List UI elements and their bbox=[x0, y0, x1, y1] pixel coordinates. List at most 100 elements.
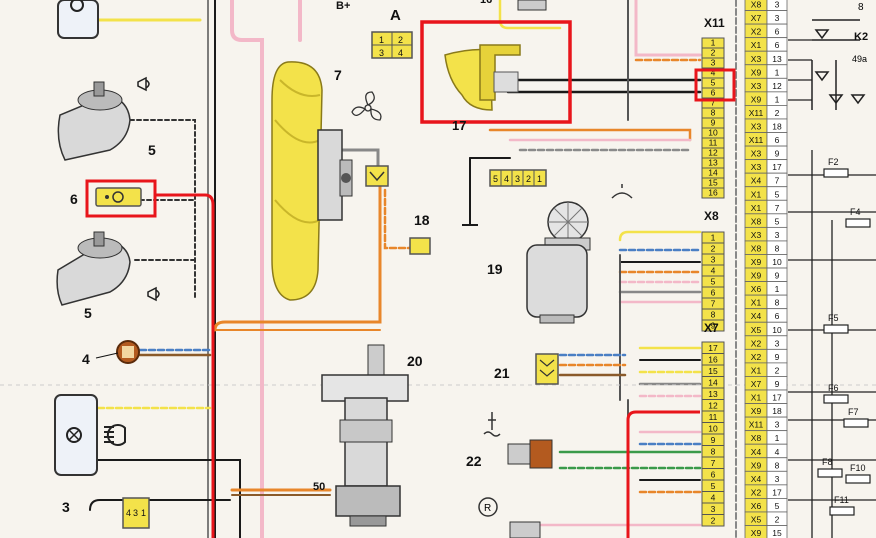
wiper-motor-19 bbox=[526, 201, 591, 324]
red-highlight-wire bbox=[155, 193, 700, 538]
fuse-block-pin: 6 bbox=[775, 27, 780, 37]
connector-pin bbox=[701, 319, 725, 332]
relay-pin-label: 49a bbox=[852, 54, 867, 64]
svg-text:R: R bbox=[484, 503, 491, 514]
connector-pin-label: 2 bbox=[711, 244, 716, 254]
fuse-block-connector: X4 bbox=[751, 311, 762, 321]
leader-line bbox=[95, 352, 119, 359]
connector-pin-label: 10 bbox=[708, 128, 718, 138]
fuse-block-connector: X4 bbox=[751, 447, 762, 457]
fuse-block-connector: X6 bbox=[751, 501, 762, 511]
fuse-block-pin: 5 bbox=[775, 189, 780, 199]
fuse-block-connector: X11 bbox=[749, 135, 764, 145]
label-50: 50 bbox=[313, 481, 325, 493]
connector-pin-label: 4 bbox=[711, 266, 716, 276]
component-7-label: 7 bbox=[334, 67, 342, 83]
reverse-light-icon: R bbox=[478, 497, 541, 538]
fuse-label: F8 bbox=[822, 457, 833, 467]
fuse-label: F2 bbox=[828, 157, 839, 167]
label-16-top: 16 bbox=[480, 0, 492, 6]
connector-pin-label: 8 bbox=[711, 310, 716, 320]
fuse-block-pin: 8 bbox=[775, 298, 780, 308]
connector-pin bbox=[701, 187, 725, 199]
fuse-label: F11 bbox=[834, 495, 849, 505]
fuse-block-pin: 18 bbox=[772, 406, 782, 416]
fuse-block-pin: 1 bbox=[775, 433, 780, 443]
fuse-block-connector: X2 bbox=[751, 27, 762, 37]
fuse-block-pin: 7 bbox=[775, 203, 780, 213]
connector-pin-label: 3 bbox=[711, 58, 716, 68]
component-6-label: 6 bbox=[70, 191, 78, 207]
connector-18 bbox=[409, 237, 431, 255]
fuse-symbol bbox=[823, 324, 849, 334]
fuse-block-pin: 7 bbox=[775, 176, 780, 186]
fuse-label: F10 bbox=[850, 463, 866, 473]
fuse-label: F6 bbox=[828, 383, 839, 393]
svg-text:3: 3 bbox=[515, 174, 520, 184]
connector-pin-label: 5 bbox=[711, 481, 716, 491]
connector-pin-label: 9 bbox=[711, 435, 716, 445]
fuse-block-pin: 8 bbox=[775, 243, 780, 253]
connector-pin-label: 9 bbox=[711, 321, 716, 331]
connector-pin-label: 2 bbox=[711, 516, 716, 526]
fuse-block-pin: 10 bbox=[772, 325, 782, 335]
fuse-block-connector: X3 bbox=[751, 54, 762, 64]
fuse-block-connector: X1 bbox=[751, 40, 762, 50]
connector-pin-label: 5 bbox=[711, 277, 716, 287]
connector-pin-label: 4 bbox=[711, 493, 716, 503]
fuse-block-connector: X3 bbox=[751, 149, 762, 159]
connector-pin-label: 14 bbox=[708, 378, 718, 388]
fuse-block-connector: X1 bbox=[751, 189, 762, 199]
fuse-block-connector: X8 bbox=[751, 0, 762, 10]
connector-pin-label: 10 bbox=[708, 424, 718, 434]
fuse-block-connector: X4 bbox=[751, 474, 762, 484]
fuse-block-pin: 3 bbox=[775, 0, 780, 10]
fuse-block-connector: X8 bbox=[751, 433, 762, 443]
fuse-block-connector: X8 bbox=[751, 243, 762, 253]
fan-connector bbox=[365, 165, 389, 187]
fuse-symbol bbox=[843, 418, 869, 428]
fuse-block-pin: 1 bbox=[775, 94, 780, 104]
fuse-block-connector: X11 bbox=[749, 420, 764, 430]
x11-label: X11 bbox=[704, 16, 725, 30]
fuse-block-pin: 4 bbox=[775, 447, 780, 457]
temp-sensor-22 bbox=[483, 412, 553, 469]
fuse-block-connector: X5 bbox=[751, 325, 762, 335]
fuse-symbol bbox=[823, 168, 849, 178]
label-bplus: B+ bbox=[336, 0, 350, 12]
label-a: A bbox=[390, 7, 401, 24]
connector-pin-label: 6 bbox=[711, 88, 716, 98]
ground-symbol bbox=[462, 200, 478, 226]
fuse-symbol bbox=[823, 394, 849, 404]
fuse-label: F5 bbox=[828, 313, 839, 323]
connector-pin-label: 1 bbox=[711, 38, 716, 48]
wiper-icon bbox=[611, 184, 633, 199]
fuse-symbol bbox=[845, 474, 871, 484]
fuse-block-connector: X7 bbox=[751, 13, 762, 23]
switch-6 bbox=[85, 179, 157, 218]
fuse-block-pin: 6 bbox=[775, 135, 780, 145]
component-20-label: 20 bbox=[407, 353, 423, 369]
svg-text:2: 2 bbox=[398, 35, 403, 45]
fuse-block-pin: 8 bbox=[775, 460, 780, 470]
fuse-block-pin: 5 bbox=[775, 216, 780, 226]
fuse-block-connector: X9 bbox=[751, 406, 762, 416]
connector-pin-label: 14 bbox=[708, 168, 718, 178]
fuse-symbol bbox=[845, 218, 871, 228]
relay-k2 bbox=[811, 19, 866, 110]
connector-pin-label: 4 bbox=[711, 68, 716, 78]
x8-label: X8 bbox=[704, 209, 719, 223]
x7-label: X7 bbox=[704, 321, 719, 335]
fuse-block-connector: X2 bbox=[751, 352, 762, 362]
connector-pin-label: 13 bbox=[708, 389, 718, 399]
fuse-block-pin: 15 bbox=[772, 528, 782, 538]
fuse-block-connector: X1 bbox=[751, 365, 762, 375]
fog-lamp-icon bbox=[104, 424, 126, 446]
fuse-block-pin: 3 bbox=[775, 13, 780, 23]
fan-icon bbox=[351, 91, 382, 121]
svg-text:4: 4 bbox=[126, 508, 131, 518]
fuse-label: F4 bbox=[850, 207, 861, 217]
svg-text:4: 4 bbox=[398, 48, 403, 58]
fuse-top-pin: 8 bbox=[858, 2, 864, 13]
